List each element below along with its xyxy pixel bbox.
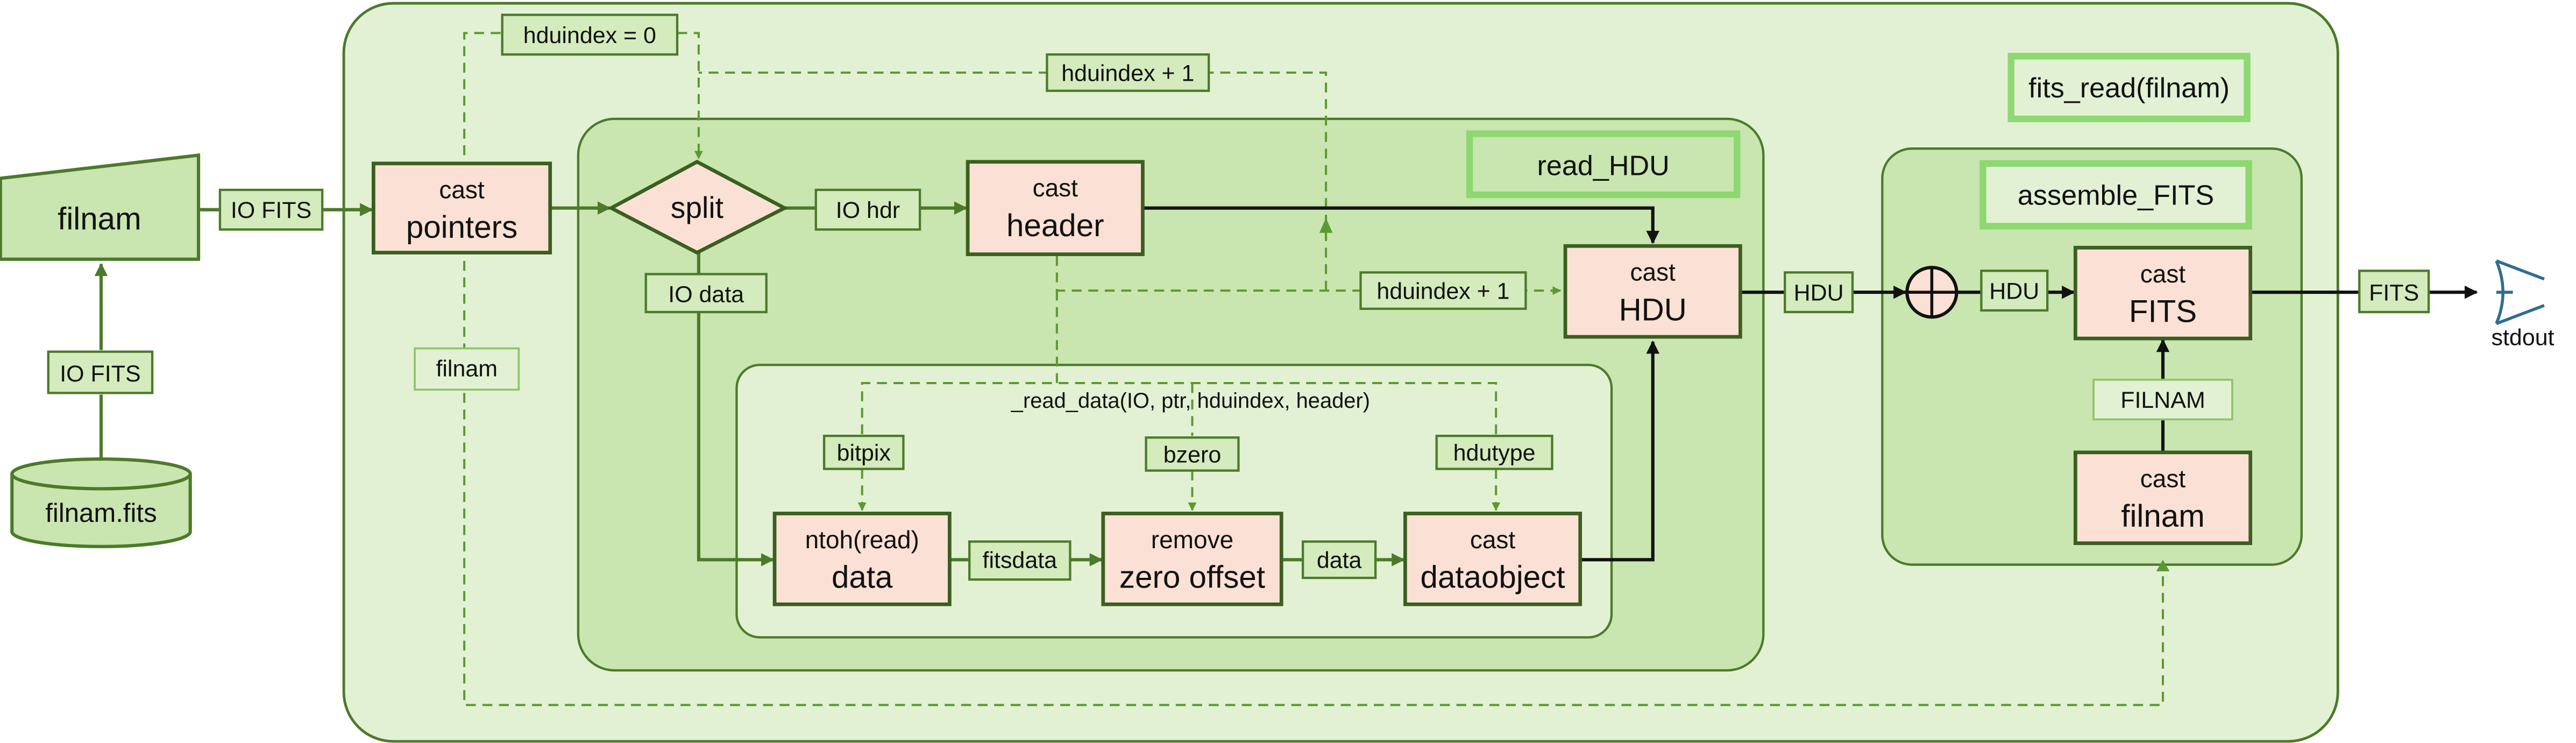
hdutype-box — [1435, 435, 1553, 470]
remove-zero-top: remove — [1151, 526, 1233, 554]
read-hdu-title: read_HDU — [1537, 150, 1669, 181]
fits-read-title: fits_read(filnam) — [2028, 73, 2230, 104]
ntoh-data-box — [772, 512, 952, 606]
filnam-input-shape — [0, 153, 201, 261]
cast-filnam-bottom: filnam — [2121, 499, 2205, 534]
header-to-hdu — [1142, 206, 1659, 244]
hduindex-up-arrowhead — [1319, 218, 1333, 233]
hdu-in-box — [1980, 270, 2049, 312]
filnam-fits-label: filnam.fits — [45, 499, 157, 528]
hdu-out-label: HDU — [1794, 280, 1844, 306]
cast-dataobject-box — [1403, 512, 1582, 606]
split-label: split — [671, 191, 723, 224]
hdu-in-label: HDU — [1989, 278, 2039, 304]
cast-hdu-bottom: HDU — [1619, 292, 1687, 327]
cast-pointers-bottom: pointers — [406, 210, 517, 245]
bzero-box — [1145, 436, 1240, 472]
hduindex-plus-top-box — [1046, 53, 1210, 92]
cast-hdu-top: cast — [1630, 258, 1676, 286]
fits-read-title-box — [2007, 53, 2251, 123]
ntoh-data-top: ntoh(read) — [805, 526, 919, 554]
remove-zero-box — [1101, 512, 1283, 606]
filnam-dashed-box — [414, 347, 520, 391]
filnam-fits-cylinder — [10, 457, 192, 548]
stdout-label: stdout — [2492, 324, 2554, 350]
data-box — [1301, 540, 1377, 579]
bzero-label: bzero — [1163, 442, 1221, 468]
hduindex-zero-box — [501, 13, 679, 56]
io-hdr-label: IO hdr — [836, 197, 900, 223]
fitsdata-label: fitsdata — [983, 548, 1058, 574]
bitpix-label: bitpix — [837, 440, 891, 466]
io-fits-left-label: IO FITS — [231, 197, 311, 223]
data-label: data — [1317, 548, 1362, 574]
stdout-icon — [2495, 259, 2545, 325]
cast-header-bottom: header — [1006, 208, 1104, 243]
hduindex-plus-top-label: hduindex + 1 — [1061, 60, 1194, 86]
filnam-input-label: filnam — [58, 202, 141, 237]
cast-pointers-box — [371, 161, 552, 254]
hduindex-plus-mid-box — [1359, 271, 1527, 310]
hdutype-label: hdutype — [1453, 440, 1536, 466]
hduindex-zero-label: hduindex = 0 — [523, 23, 656, 48]
filnam-dashed-label: filnam — [436, 356, 498, 382]
cast-header-top: cast — [1033, 174, 1078, 202]
read-data-container — [735, 364, 1613, 639]
hduindex-plus-mid-label: hduindex + 1 — [1376, 278, 1509, 304]
read-hdu-title-box — [1466, 130, 1741, 199]
cast-filnam-top: cast — [2140, 464, 2186, 492]
header-to-read-data — [861, 291, 1498, 435]
assemble-fits-title: assemble_FITS — [2018, 180, 2214, 211]
io-data-label: IO data — [668, 282, 744, 308]
cast-header-box — [966, 160, 1145, 256]
read-data-call-label: _read_data(IO, ptr, hduindex, header) — [1011, 389, 1370, 413]
hdu-out-box — [1784, 271, 1854, 314]
cast-fits-top: cast — [2140, 260, 2186, 288]
fits-out-box — [2358, 270, 2430, 314]
io-fits-left-box — [218, 188, 324, 231]
hduindex-zero-line — [677, 32, 703, 160]
cast-fits-box — [2073, 245, 2253, 341]
io-fits-vertical-label: IO FITS — [60, 361, 140, 387]
cast-pointers-top: cast — [439, 175, 485, 203]
dataobject-to-hdu — [1580, 340, 1659, 562]
filnam-up-arrowhead — [2156, 560, 2170, 571]
FILNAM-label: FILNAM — [2120, 387, 2205, 413]
io-data-box — [644, 273, 768, 314]
ntoh-data-bottom: data — [832, 560, 893, 595]
sum-junction-icon — [1905, 266, 1958, 319]
bitpix-box — [822, 435, 905, 470]
fitsdata-box — [968, 540, 1071, 581]
cast-dataobject-top: cast — [1470, 526, 1516, 554]
io-hdr-box — [814, 188, 921, 231]
split-diamond — [607, 159, 789, 255]
fits-out-label: FITS — [2369, 280, 2419, 306]
filnam-loop — [463, 32, 2165, 706]
FILNAM-box — [2092, 379, 2233, 421]
remove-zero-bottom: zero offset — [1119, 560, 1265, 595]
cast-dataobject-bottom: dataobject — [1421, 560, 1565, 595]
cast-filnam-box — [2073, 450, 2253, 546]
assemble-fits-title-box — [1979, 160, 2252, 230]
cast-fits-bottom: FITS — [2129, 294, 2197, 329]
iodata-to-ntoh — [697, 312, 775, 567]
cast-hdu-box — [1563, 244, 1742, 339]
io-fits-vertical-box — [47, 350, 154, 394]
